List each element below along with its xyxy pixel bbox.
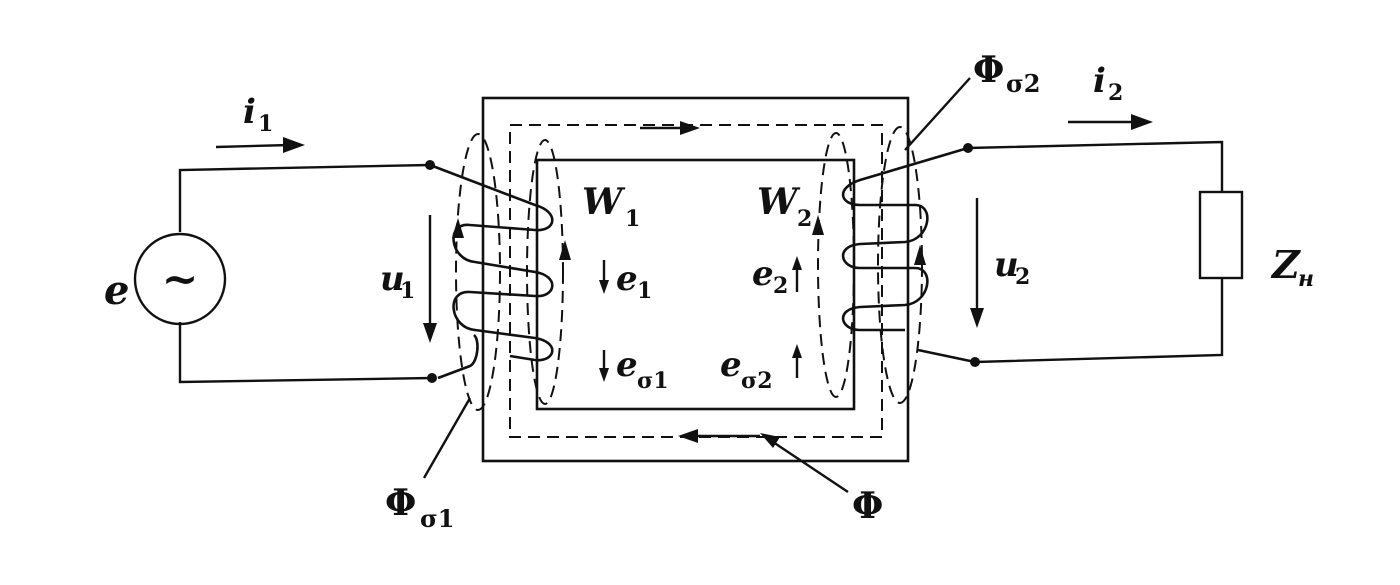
label-es2: e [720,345,742,385]
current-i1-arrow [215,137,305,153]
label-Zn-sub: н [1298,266,1314,292]
emf-es1-arrow [599,350,609,382]
label-u1: u [380,259,405,299]
label-e2-sub: 2 [773,273,788,299]
label-W2: W [757,181,801,223]
label-phi-s1-sub: σ1 [420,504,454,533]
main-flux-path [509,124,883,438]
leakage-flux-1-outer [455,133,501,411]
label-phi-s2: Φ [973,49,1004,91]
label-es2-sub: σ2 [741,368,773,394]
label-W1-sub: 1 [625,206,640,232]
leader-phi-s2 [904,77,971,151]
secondary-bottom-wire [974,278,1224,364]
label-e1-sub: 1 [637,278,652,304]
voltage-u2-arrow [970,198,984,328]
label-es1-sub: σ1 [637,368,669,394]
primary-bottom-wire [178,322,433,384]
leader-phi [760,433,849,493]
leakage-arrow-2b [914,245,926,265]
leakage-flux-1-inner [526,139,564,405]
core-outer [481,96,910,463]
leader-phi-s1 [422,397,472,479]
label-Zn: Z [1270,242,1301,287]
label-phi-s1: Φ [385,482,416,524]
leakage-flux-2-inner [817,132,855,398]
label-i1-sub: 1 [258,111,273,137]
label-i1: i [243,92,256,132]
terminal-primary-bottom [427,373,437,383]
label-phi-s2-sub: σ2 [1006,69,1040,98]
main-flux-arrow-bottom [678,429,760,443]
label-e2: e [752,254,774,294]
terminal-secondary-top [963,143,973,153]
secondary-coil [841,146,976,364]
label-u2: u [994,245,1019,285]
leakage-arrow-1b [559,240,571,260]
label-u2-sub: 2 [1015,264,1030,290]
label-i2-sub: 2 [1108,80,1123,106]
label-es1: e [616,345,638,385]
label-W2-sub: 2 [797,206,812,232]
label-phi: Φ [852,485,883,527]
emf-e1-arrow [599,260,609,294]
current-i2-arrow [1068,114,1153,130]
load-impedance [1198,190,1244,280]
emf-es2-arrow [792,344,802,378]
terminal-secondary-bottom [970,357,980,367]
terminal-primary-top [425,160,435,170]
main-flux-arrow-top [640,121,700,135]
label-i2: i [1093,61,1106,101]
label-e-source: e [104,267,129,314]
label-u1-sub: 1 [400,278,415,304]
secondary-top-wire [967,140,1224,192]
ac-source [133,232,227,326]
leakage-arrow-2a [812,215,824,235]
emf-e2-arrow [792,256,802,292]
label-e1: e [616,259,638,299]
primary-coil [429,163,554,380]
voltage-u1-arrow [423,215,437,343]
label-W1: W [582,181,626,223]
primary-top-wire [178,163,431,232]
ac-source-symbol: ~ [162,254,199,305]
